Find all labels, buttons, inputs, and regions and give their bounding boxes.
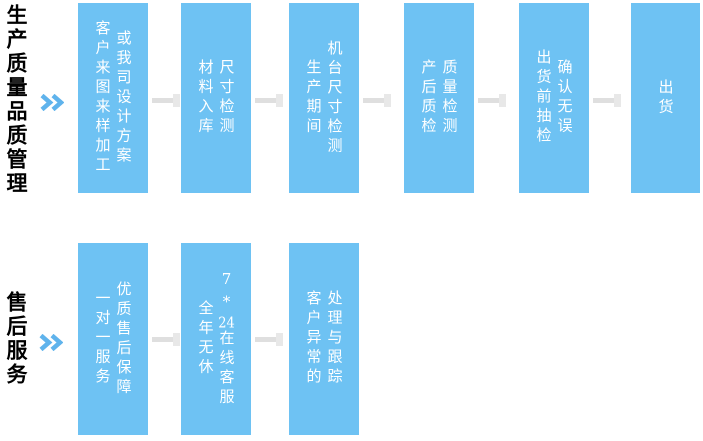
step-text-column: 客户异常的 xyxy=(304,290,323,388)
process-step: 一对一服务 优质售后保障 xyxy=(78,243,148,435)
step-text-column: 全年无休 xyxy=(196,300,215,378)
flow-arrow-icon xyxy=(152,94,180,107)
digit-7: 7 xyxy=(217,270,236,293)
flow-arrow-icon xyxy=(255,94,283,107)
step-text-column: 确认无误 xyxy=(555,59,574,137)
step-text-column: 一对一服务 xyxy=(93,290,112,388)
arrow-bar xyxy=(363,98,384,103)
process-step: 生产期间 机台尺寸检测 xyxy=(289,3,359,193)
process-step: 客户异常的 处理与跟踪 xyxy=(289,243,359,435)
step-text-column: 生产期间 xyxy=(304,59,323,137)
arrow-head xyxy=(614,94,621,107)
arrow-head xyxy=(499,94,506,107)
arrow-head xyxy=(173,94,180,107)
arrow-bar xyxy=(255,337,276,342)
process-step: 客户来图来样加工 或我司设计方案 xyxy=(78,3,148,193)
step-text-column: 产后质检 xyxy=(419,59,438,137)
double-chevron-icon xyxy=(39,334,63,351)
asterisk: * xyxy=(217,292,236,316)
process-step: 出货前抽检 确认无误 xyxy=(519,3,589,193)
row-label-production-quality: 生产质量品质管理 xyxy=(4,4,29,196)
step-text-column: 机台尺寸检测 xyxy=(325,39,344,157)
row-label-after-sales: 售后服务 xyxy=(4,291,29,387)
flow-arrow-icon xyxy=(593,94,621,107)
process-step: 产后质检 质量检测 xyxy=(404,3,474,193)
arrow-head xyxy=(276,333,283,346)
step-text-column: 7*24在线客服 xyxy=(217,270,236,408)
step-text-column: 优质售后保障 xyxy=(114,280,133,398)
online-service-text: 在线客服 xyxy=(217,330,236,408)
flow-arrow-icon xyxy=(255,333,283,346)
step-text-column: 材料入库 xyxy=(196,59,215,137)
arrow-head xyxy=(384,94,391,107)
process-step: 材料入库 尺寸检测 xyxy=(181,3,251,193)
step-text-column: 出货前抽检 xyxy=(534,49,553,147)
digits-24: 24 xyxy=(218,315,235,330)
flow-arrow-icon xyxy=(478,94,506,107)
arrow-bar xyxy=(152,98,173,103)
arrow-bar xyxy=(593,98,614,103)
arrow-head xyxy=(173,333,180,346)
step-text-column: 处理与跟踪 xyxy=(325,290,344,388)
arrow-bar xyxy=(152,337,173,342)
process-step: 出货 xyxy=(631,3,700,193)
arrow-head xyxy=(276,94,283,107)
step-text-column: 质量检测 xyxy=(440,59,459,137)
process-step: 全年无休 7*24在线客服 xyxy=(181,243,251,435)
flow-arrow-icon xyxy=(363,94,391,107)
step-text-column: 或我司设计方案 xyxy=(114,29,133,167)
flow-arrow-icon xyxy=(152,333,180,346)
arrow-bar xyxy=(478,98,499,103)
arrow-bar xyxy=(255,98,276,103)
double-chevron-icon xyxy=(40,94,64,111)
step-text-column: 客户来图来样加工 xyxy=(93,20,112,176)
step-text-column: 尺寸检测 xyxy=(217,59,236,137)
step-text-column: 出货 xyxy=(656,78,675,118)
